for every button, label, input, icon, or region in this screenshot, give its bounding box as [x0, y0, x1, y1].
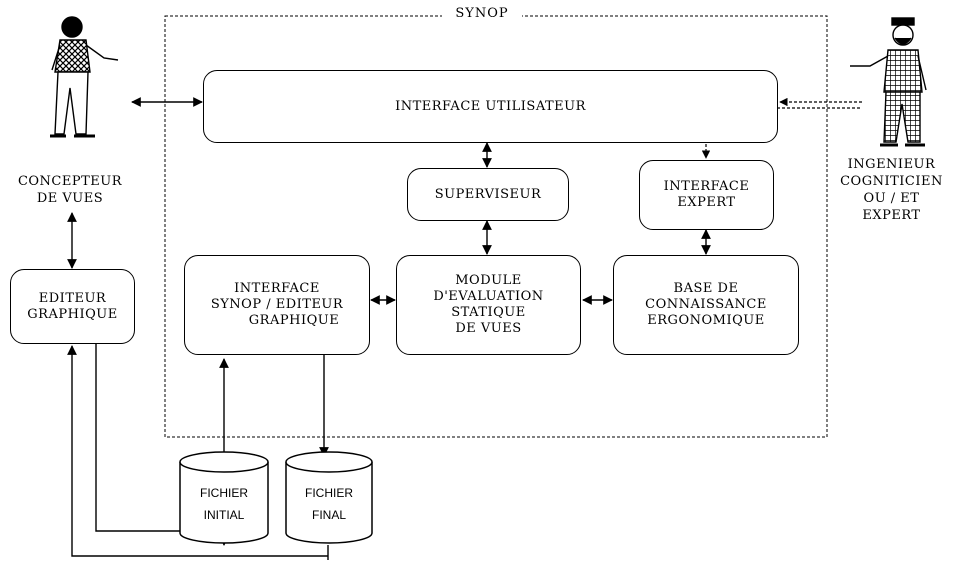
base-connaissance-line: CONNAISSANCE	[645, 297, 767, 312]
concepteur-line: DE VUES	[36, 191, 104, 206]
fichier-final-line: FINAL	[311, 508, 346, 522]
module-evaluation-line: STATIQUE	[451, 305, 526, 320]
interface-utilisateur-label: INTERFACE UTILISATEUR	[395, 98, 586, 114]
superviseur-box[interactable]: SUPERVISEUR	[407, 168, 569, 221]
fichier-initial-label: FICHIER INITIAL	[182, 482, 266, 526]
interface-expert-label: INTERFACE EXPERT	[664, 179, 750, 211]
interface-expert-line: INTERFACE	[663, 179, 750, 194]
interface-synop-editeur-label: INTERFACE SYNOP / EDITEUR GRAPHIQUE	[211, 281, 343, 329]
concepteur-label: CONCEPTEUR DE VUES	[5, 173, 135, 207]
concepteur-figure	[50, 16, 119, 138]
concepteur-line: CONCEPTEUR	[17, 174, 123, 189]
superviseur-label: SUPERVISEUR	[434, 186, 542, 202]
ingenieur-line: OU / ET	[863, 191, 920, 206]
base-connaissance-label: BASE DE CONNAISSANCE ERGONOMIQUE	[645, 281, 767, 329]
ingenieur-line: COGNITICIEN	[840, 174, 943, 189]
ingenieur-line: EXPERT	[862, 208, 921, 223]
editeur-graphique-line: EDITEUR	[38, 290, 107, 306]
ingenieur-figure	[850, 17, 927, 147]
editeur-graphique-box[interactable]: EDITEUR GRAPHIQUE	[10, 269, 135, 344]
module-evaluation-line: MODULE	[455, 273, 522, 288]
base-connaissance-box[interactable]: BASE DE CONNAISSANCE ERGONOMIQUE	[613, 255, 799, 355]
interface-synop-editeur-box[interactable]: INTERFACE SYNOP / EDITEUR GRAPHIQUE	[184, 255, 370, 355]
fichier-final-line: FICHIER	[305, 486, 353, 500]
interface-synop-line: INTERFACE	[234, 281, 320, 296]
synop-frame-title: SYNOP	[442, 6, 522, 22]
interface-utilisateur-box[interactable]: INTERFACE UTILISATEUR	[203, 70, 778, 143]
module-evaluation-label: MODULE D'EVALUATION STATIQUE DE VUES	[433, 273, 543, 337]
editeur-graphique-line: GRAPHIQUE	[27, 306, 118, 322]
editeur-graphique-label: EDITEUR GRAPHIQUE	[27, 291, 117, 323]
module-evaluation-box[interactable]: MODULE D'EVALUATION STATIQUE DE VUES	[396, 255, 581, 355]
interface-expert-line: EXPERT	[677, 195, 736, 210]
fichier-initial-cylinder	[179, 451, 269, 544]
base-connaissance-line: ERGONOMIQUE	[647, 313, 765, 328]
fichier-initial-line: FICHIER	[200, 486, 248, 500]
interface-synop-line: GRAPHIQUE	[248, 313, 340, 328]
arrow-final-editeur	[67, 345, 328, 557]
module-evaluation-line: DE VUES	[455, 321, 522, 336]
ingenieur-line: INGENIEUR	[847, 157, 936, 172]
interface-expert-box[interactable]: INTERFACE EXPERT	[639, 160, 774, 230]
fichier-final-cylinder	[285, 451, 373, 544]
module-evaluation-line: D'EVALUATION	[433, 289, 544, 304]
fichier-initial-line: INITIAL	[203, 508, 245, 522]
fichier-final-label: FICHIER FINAL	[287, 482, 371, 526]
base-connaissance-line: BASE DE	[673, 281, 739, 296]
ingenieur-label: INGENIEUR COGNITICIEN OU / ET EXPERT	[830, 156, 953, 224]
interface-synop-line: SYNOP / EDITEUR	[210, 297, 344, 312]
